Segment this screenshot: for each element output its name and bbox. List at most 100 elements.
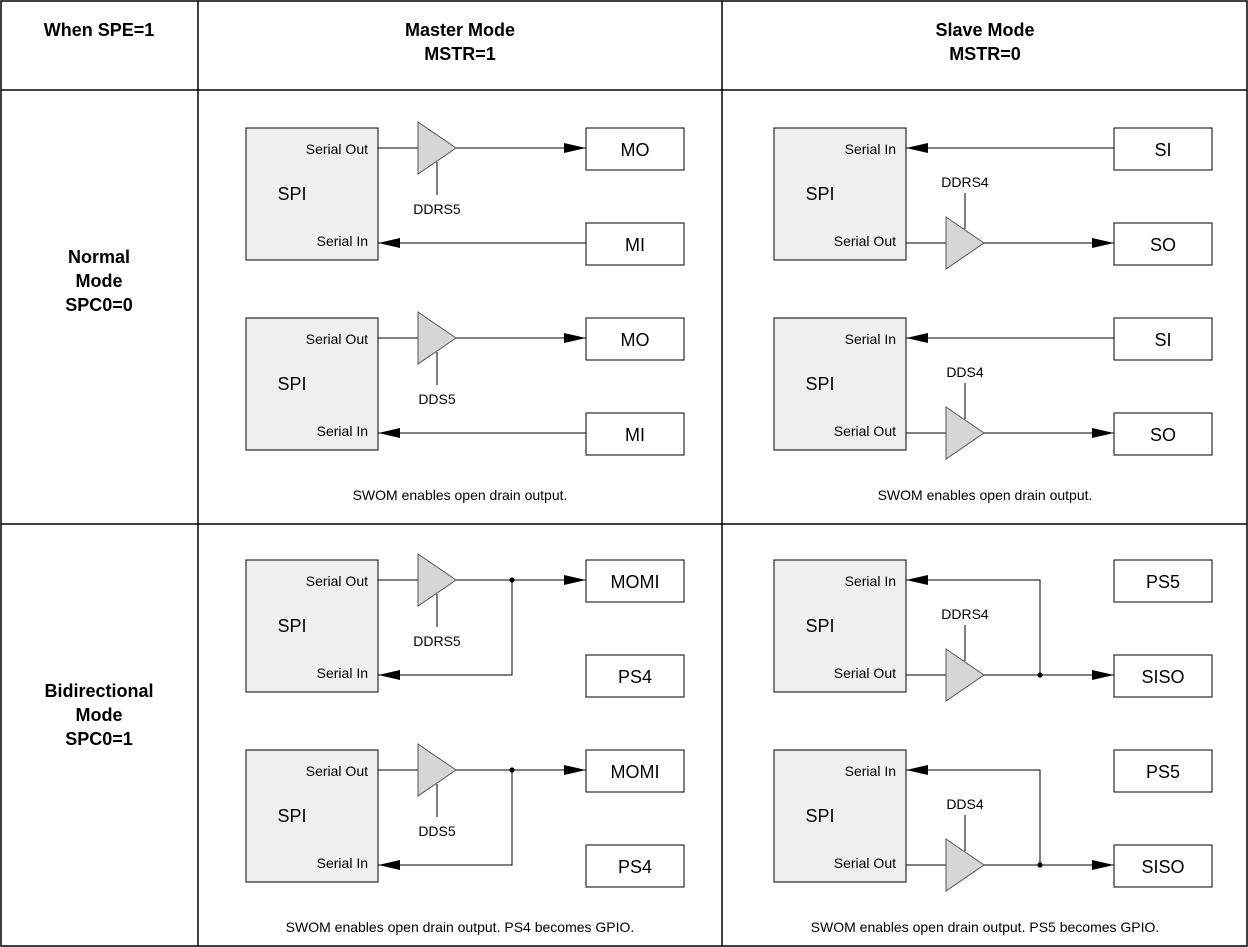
pin-ps5-box — [1113, 559, 1213, 603]
row-bidi-line2: Mode — [76, 705, 123, 725]
pin-ps4-label: PS4 — [618, 667, 652, 687]
output-buffer — [945, 216, 985, 270]
pin-momi-box — [585, 749, 685, 793]
spi-top-port-label: Serial In — [845, 573, 896, 589]
pin-mo-label: MO — [621, 330, 650, 350]
pin-siso-label: SISO — [1141, 857, 1184, 877]
spi-bottom-port-label: Serial Out — [834, 233, 896, 249]
enable-label: DDRS5 — [413, 201, 461, 217]
spi-label: SPI — [277, 616, 306, 636]
spi-block — [773, 749, 907, 883]
slave-mode-header: Slave Mode — [935, 20, 1034, 40]
spi-top-port-label: Serial Out — [306, 573, 368, 589]
spi-bottom-port-label: Serial In — [317, 233, 368, 249]
slave-mstr-header: MSTR=0 — [949, 44, 1021, 64]
spi-block — [773, 127, 907, 261]
pin-mi-box — [585, 412, 685, 456]
pin-so-label: SO — [1150, 425, 1176, 445]
feedback-wire — [446, 770, 513, 866]
row-bidi-line1: Bidirectional — [44, 681, 153, 701]
note-normal-slave: SWOM enables open drain output. — [878, 487, 1093, 503]
spi-top-port-label: Serial Out — [306, 763, 368, 779]
spi-bottom-port-label: Serial In — [317, 423, 368, 439]
pin-siso-box — [1113, 654, 1213, 698]
feedback-wire — [446, 580, 513, 676]
row-normal-line2: Mode — [76, 271, 123, 291]
spi-label: SPI — [805, 374, 834, 394]
spi-bottom-port-label: Serial In — [317, 665, 368, 681]
pin-momi-box — [585, 559, 685, 603]
output-buffer — [945, 406, 985, 460]
note-bidi-master: SWOM enables open drain output. PS4 beco… — [286, 919, 635, 935]
pin-si-label: SI — [1154, 330, 1171, 350]
pin-si-box — [1113, 127, 1213, 171]
spi-label: SPI — [277, 374, 306, 394]
spi-top-port-label: Serial In — [845, 763, 896, 779]
enable-label: DDRS4 — [941, 174, 989, 190]
enable-label: DDRS4 — [941, 606, 989, 622]
pin-mo-label: MO — [621, 140, 650, 160]
master-mode-header: Master Mode — [405, 20, 515, 40]
row-normal-line1: Normal — [68, 247, 130, 267]
feedback-wire — [974, 579, 1041, 675]
feedback-wire — [974, 769, 1041, 865]
output-buffer — [417, 553, 457, 607]
output-buffer — [417, 121, 457, 175]
spi-block — [245, 317, 379, 451]
pin-si-label: SI — [1154, 140, 1171, 160]
pin-ps4-box — [585, 844, 685, 888]
enable-label: DDS4 — [946, 796, 984, 812]
spi-block — [245, 749, 379, 883]
spi-block — [245, 127, 379, 261]
enable-label: DDS4 — [946, 364, 984, 380]
enable-label: DDS5 — [418, 391, 456, 407]
pin-ps5-label: PS5 — [1146, 572, 1180, 592]
spi-top-port-label: Serial In — [845, 331, 896, 347]
pin-siso-box — [1113, 844, 1213, 888]
enable-label: DDS5 — [418, 823, 456, 839]
pin-ps5-label: PS5 — [1146, 762, 1180, 782]
spi-label: SPI — [805, 806, 834, 826]
master-mstr-header: MSTR=1 — [424, 44, 496, 64]
pin-momi-label: MOMI — [611, 572, 660, 592]
spi-top-port-label: Serial In — [845, 141, 896, 157]
pin-mo-box — [585, 317, 685, 361]
note-normal-master: SWOM enables open drain output. — [353, 487, 568, 503]
pin-mi-label: MI — [625, 235, 645, 255]
pin-momi-label: MOMI — [611, 762, 660, 782]
spi-bottom-port-label: Serial Out — [834, 665, 896, 681]
spi-label: SPI — [277, 184, 306, 204]
pin-so-box — [1113, 222, 1213, 266]
enable-label: DDRS5 — [413, 633, 461, 649]
spi-block — [773, 317, 907, 451]
spi-bottom-port-label: Serial In — [317, 855, 368, 871]
spi-label: SPI — [277, 806, 306, 826]
spi-block — [773, 559, 907, 693]
output-buffer — [945, 838, 985, 892]
spi-block — [245, 559, 379, 693]
output-buffer — [417, 743, 457, 797]
spi-bottom-port-label: Serial Out — [834, 855, 896, 871]
spi-top-port-label: Serial Out — [306, 141, 368, 157]
pin-mo-box — [585, 127, 685, 171]
row-bidi-line3: SPC0=1 — [65, 729, 133, 749]
pin-so-label: SO — [1150, 235, 1176, 255]
pin-so-box — [1113, 412, 1213, 456]
output-buffer — [417, 311, 457, 365]
output-buffer — [945, 648, 985, 702]
spi-label: SPI — [805, 616, 834, 636]
pin-ps5-box — [1113, 749, 1213, 793]
spi-label: SPI — [805, 184, 834, 204]
note-bidi-slave: SWOM enables open drain output. PS5 beco… — [811, 919, 1160, 935]
pin-ps4-label: PS4 — [618, 857, 652, 877]
